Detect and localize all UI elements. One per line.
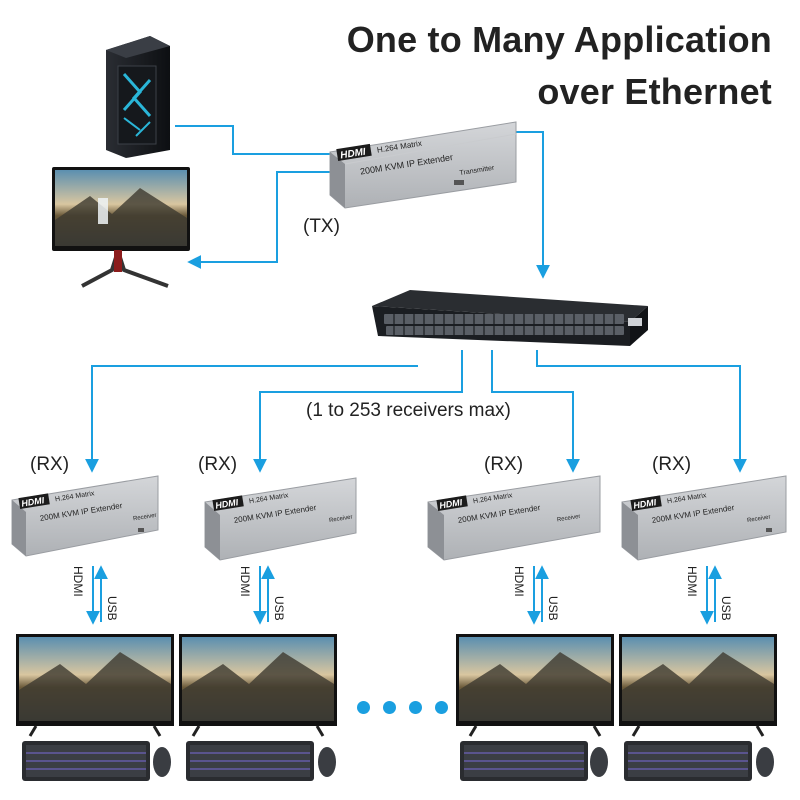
tx-label: (TX): [303, 216, 340, 237]
mouse-icon: [590, 747, 608, 777]
page-title-line2: over Ethernet: [537, 71, 772, 112]
rx1-tag: Receiver: [133, 513, 157, 523]
usb-label-4: USB: [719, 596, 733, 621]
hdmi-label-3: HDMI: [512, 566, 526, 597]
line-tx-to-monitor: [187, 171, 330, 269]
line-tx-to-switch: [515, 131, 550, 279]
monitor-icon: [16, 634, 174, 737]
page-title: One to Many Application: [346, 19, 772, 60]
keyboard-icon: [624, 741, 752, 781]
receiver-box-4: [621, 475, 787, 561]
rx-label-3: (RX): [484, 454, 524, 475]
rx4-brand: HDMI: [633, 497, 658, 511]
receiver-box-2: [204, 477, 357, 561]
mouse-icon: [153, 747, 171, 777]
keyboard-icon: [22, 741, 150, 781]
hdmi-label-4: HDMI: [685, 566, 699, 597]
monitor-icon: [619, 634, 777, 737]
transmitter-box: [329, 121, 517, 209]
receiver-monitors: [16, 634, 777, 737]
hdmi-usb-arrows: [86, 565, 722, 625]
line-switch-to-rx4: [536, 350, 747, 473]
rx2-brand: HDMI: [215, 497, 240, 511]
ellipsis-dot: [357, 701, 370, 714]
keyboard-icon: [186, 741, 314, 781]
monitor-icon: [179, 634, 337, 737]
tx-brand: HDMI: [340, 147, 367, 162]
keyboard-icon: [460, 741, 588, 781]
rx1-brand: HDMI: [21, 495, 46, 509]
computer-tower-icon: [106, 36, 170, 158]
rx2-tag: Receiver: [329, 514, 353, 524]
cable-labels: HDMI USB HDMI USB HDMI USB HDMI USB: [71, 566, 733, 621]
ellipsis-dot: [409, 701, 422, 714]
receiver-box-1: [11, 475, 159, 557]
more-receivers-ellipsis: [357, 701, 448, 714]
rx4-tag: Receiver: [747, 514, 771, 524]
rx3-tag: Receiver: [557, 514, 581, 524]
rx-label-4: (RX): [652, 454, 692, 475]
monitor-icon: [52, 167, 190, 288]
hdmi-label-1: HDMI: [71, 566, 85, 597]
monitor-icon: [456, 634, 614, 737]
line-switch-to-rx1: [85, 365, 418, 473]
line-pc-to-tx: [175, 125, 330, 155]
network-switch-icon: [372, 290, 648, 346]
ellipsis-dot: [383, 701, 396, 714]
rx-label-2: (RX): [198, 454, 238, 475]
mouse-icon: [318, 747, 336, 777]
keyboards: [22, 741, 752, 781]
usb-label-2: USB: [272, 596, 286, 621]
mouse-icon: [756, 747, 774, 777]
hdmi-label-2: HDMI: [238, 566, 252, 597]
rx3-brand: HDMI: [439, 497, 464, 511]
connection-lines: [85, 125, 747, 473]
receiver-box-3: [427, 475, 601, 561]
usb-label-1: USB: [105, 596, 119, 621]
ellipsis-dot: [435, 701, 448, 714]
line-switch-to-rx3: [491, 350, 580, 473]
line-switch-to-rx2: [253, 350, 463, 473]
usb-label-3: USB: [546, 596, 560, 621]
receivers-count-label: (1 to 253 receivers max): [306, 400, 511, 421]
rx-label-1: (RX): [30, 454, 70, 475]
mice: [153, 747, 774, 777]
